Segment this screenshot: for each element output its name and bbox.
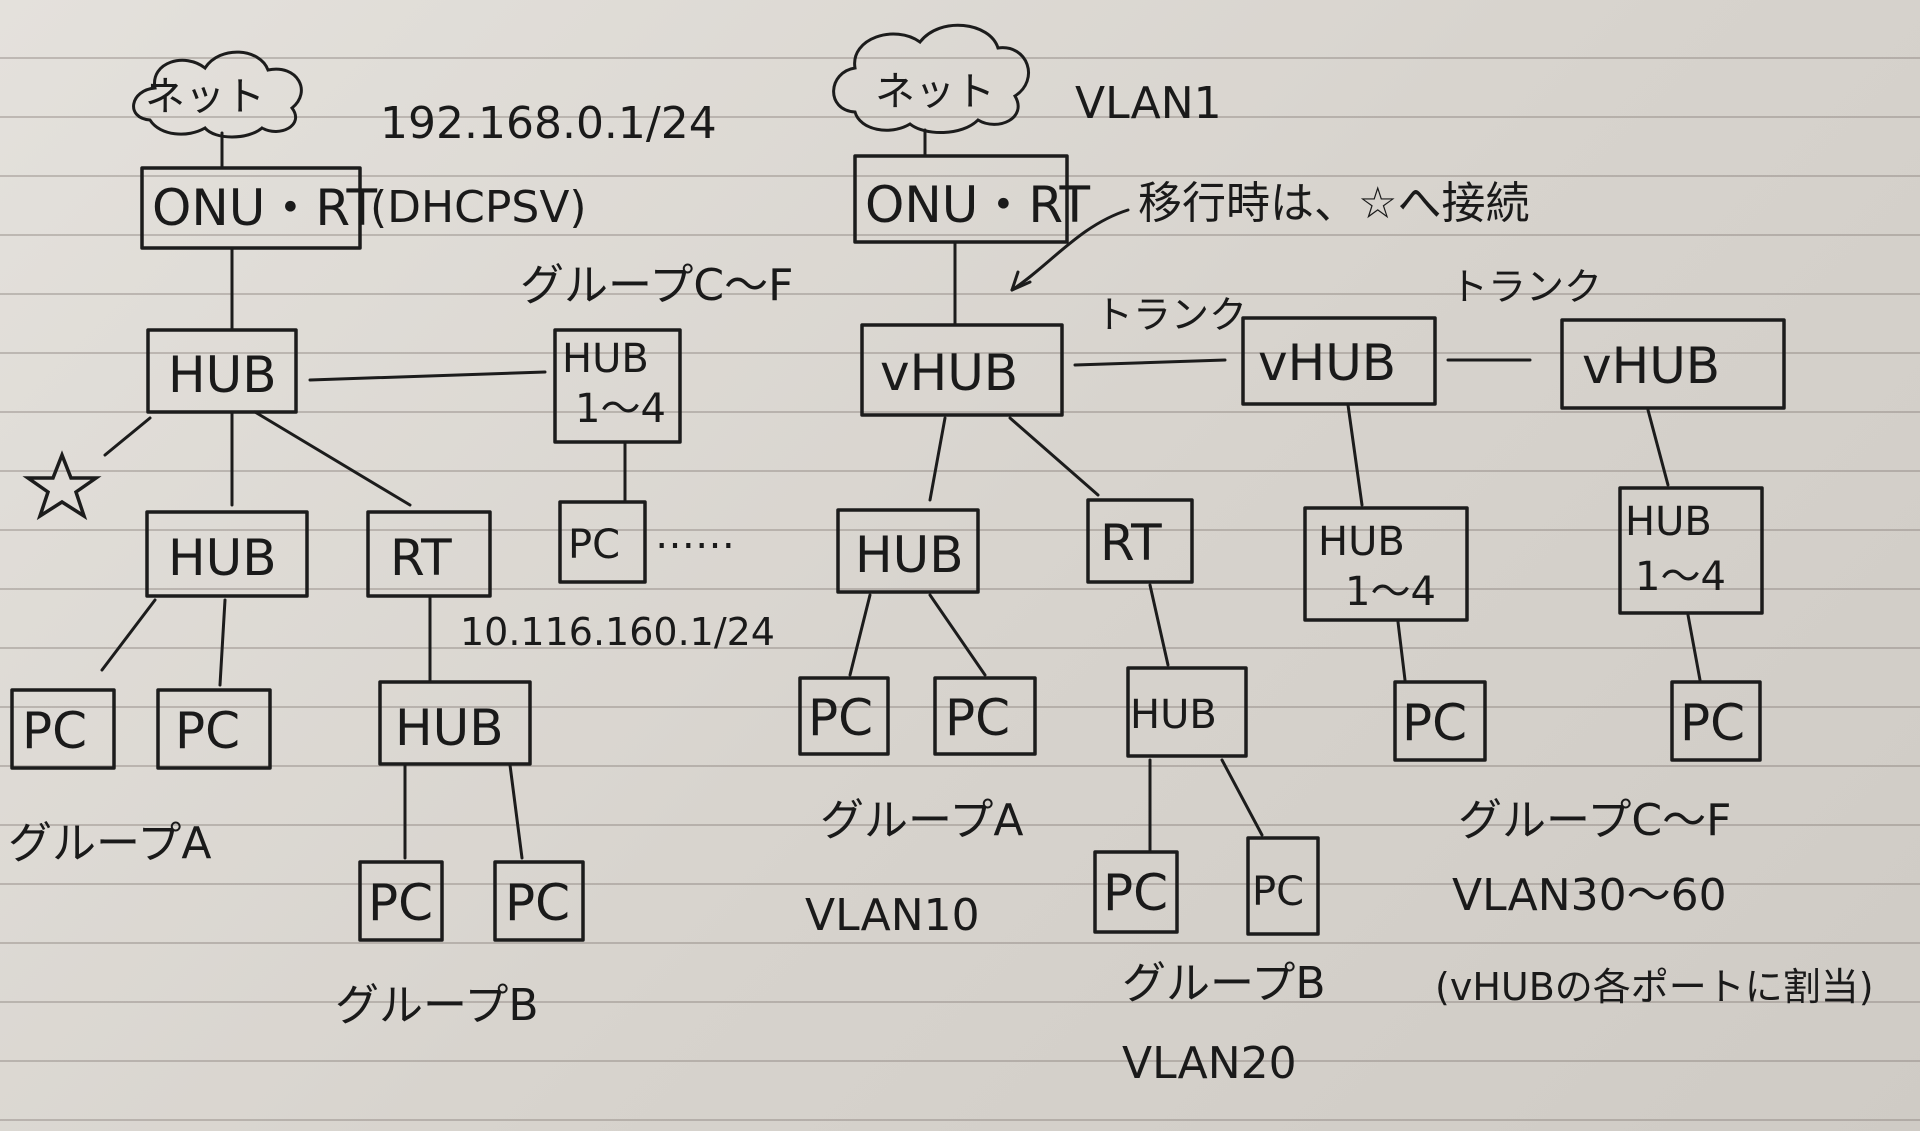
hub-cf-box-left [553,328,682,444]
pc-label: PC [1252,869,1304,915]
router-label-right: ONU・RT [865,176,1090,234]
hub-cf2-label1: HUB [1625,499,1712,545]
pc-dots: …… [655,512,735,558]
hub-cf1-right [1303,506,1469,622]
rt-b-label-left: RT [390,529,452,587]
dhcp-note: (DHCPSV) [370,182,587,233]
hub-main-left [146,328,298,414]
hub-main-label: HUB [168,346,277,404]
pc-cf2-right [1670,680,1762,762]
hub-cf1-label2: 1〜4 [1345,569,1436,615]
pc-cf1-right [1393,680,1487,762]
pc-a2-right [933,676,1037,756]
trunk-label-2: トランク [1450,265,1602,309]
pc-a1-right [798,676,890,756]
star-icon [22,450,102,521]
hub-a-left [145,510,309,598]
rt-b-ip-left: 10.116.160.1/24 [460,610,775,654]
pc-label: PC [945,689,1010,747]
hub-b-label-right: HUB [1130,692,1217,738]
pc-label: PC [808,689,873,747]
rt-b-right [1086,498,1194,584]
router-label-left: ONU・RT [152,179,377,237]
group-b-label-left: グループB [335,980,539,1031]
pc-b2-left [493,860,585,942]
vhub-1 [860,323,1064,417]
hub-cf1-label1: HUB [1318,519,1405,565]
hub-a-label-left: HUB [168,529,277,587]
pc-a1-left [10,688,116,770]
internet-label-left: ネット [145,74,265,120]
hub-b-label-left: HUB [395,699,504,757]
vhub-3 [1560,318,1786,410]
hub-a-right [836,508,980,594]
router-ip-left: 192.168.0.1/24 [380,98,717,149]
pc-b1-left [358,860,444,942]
router-box-left [140,166,362,250]
pc-label: PC [505,874,570,932]
pc-box-cf-left [558,500,647,584]
vlan-cf-note: (vHUBの各ポートに割当) [1435,965,1874,1009]
pc-label: PC [368,874,433,932]
rt-b-left [366,510,492,598]
trunk-label-1: トランク [1095,293,1247,337]
hub-b-left [378,680,532,766]
internet-label-right: ネット [875,69,995,115]
hub-cf-label1-left: HUB [562,336,649,382]
rt-b-label-right: RT [1100,514,1162,572]
group-b-label-right: グループB [1122,958,1326,1009]
pc-b2-right [1246,836,1320,936]
hub-a-label-right: HUB [855,526,964,584]
cloud-icon [132,50,303,139]
hub-b-right [1126,666,1248,758]
group-a-label-right: グループA [820,795,1023,846]
vlan20-label: VLAN20 [1122,1038,1297,1089]
group-a-label-left: グループA [8,818,211,869]
pc-b1-right [1093,850,1179,934]
vhub-3-label: vHUB [1582,337,1720,395]
vhub-1-label: vHUB [880,344,1018,402]
vhub-2-label: vHUB [1258,334,1396,392]
pc-a2-left [156,688,272,770]
router-box-right [853,154,1069,244]
pc-label: PC [1103,864,1168,922]
vlan1-label: VLAN1 [1075,78,1222,129]
pc-label: PC [22,702,87,760]
hub-cf-label2-left: 1〜4 [575,386,666,432]
group-cf-label-right: グループC〜F [1458,795,1731,846]
migration-note: 移行時は、☆へ接続 [1138,178,1529,229]
vlan10-label: VLAN10 [805,890,980,941]
vlan-cf-label: VLAN30〜60 [1452,870,1727,921]
pc-label: PC [175,702,240,760]
pc-label: PC [568,522,620,568]
hub-cf2-right [1618,486,1764,615]
pc-label: PC [1680,694,1745,752]
vhub-2 [1241,316,1437,406]
cloud-icon [832,23,1030,135]
pc-label: PC [1402,694,1467,752]
hub-cf2-label2: 1〜4 [1635,554,1726,600]
group-cf-label-left: グループC〜F [520,260,793,311]
